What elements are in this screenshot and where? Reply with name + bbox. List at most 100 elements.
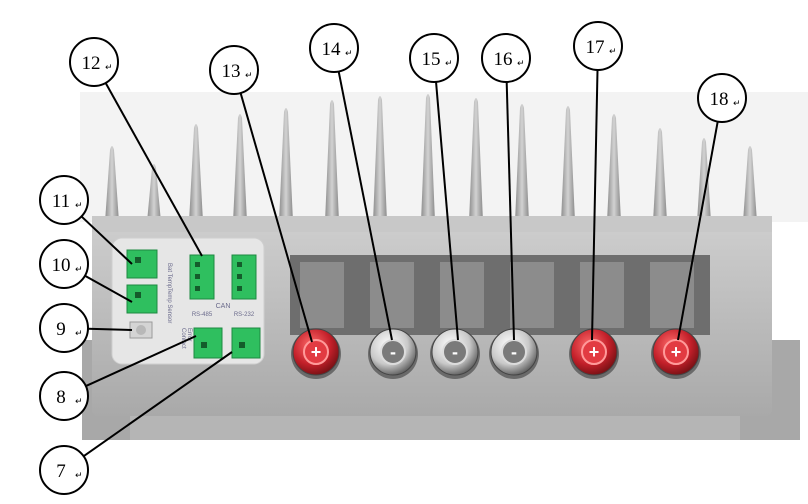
can-rs232-connector[interactable] bbox=[231, 254, 257, 300]
contact-label: Contact bbox=[180, 328, 186, 349]
can-rs485-connector[interactable] bbox=[189, 254, 215, 300]
leader-line bbox=[677, 121, 719, 341]
recess-slot bbox=[300, 262, 344, 328]
positive-terminal[interactable]: + bbox=[291, 328, 341, 379]
callout-number: 11 bbox=[52, 191, 70, 212]
recess-slots bbox=[300, 262, 694, 328]
callout-8: 8↵ bbox=[39, 371, 89, 421]
fin bbox=[469, 98, 483, 222]
negative-terminal[interactable]: - bbox=[489, 328, 539, 379]
callout-markers: 7↵8↵9↵10↵11↵12↵13↵14↵15↵16↵17↵18↵ bbox=[39, 21, 747, 495]
callout-18: 18 ↵ bbox=[697, 73, 747, 123]
leader-line bbox=[239, 92, 313, 343]
callout-return-mark: ↵ bbox=[75, 471, 83, 481]
callout-number: 8 bbox=[56, 387, 66, 408]
callout-circle bbox=[39, 303, 89, 353]
fin bbox=[189, 124, 203, 222]
can-pin bbox=[195, 274, 200, 279]
can-pin bbox=[237, 274, 242, 279]
fin bbox=[233, 114, 247, 222]
callout-15: 15 ↵ bbox=[409, 33, 459, 83]
terminal-polarity-label: + bbox=[311, 342, 322, 362]
callout-number: 13 bbox=[222, 61, 241, 82]
can-pin bbox=[237, 262, 242, 267]
error-connector[interactable] bbox=[231, 327, 261, 359]
leader-line bbox=[83, 351, 233, 458]
negative-terminal[interactable]: - bbox=[368, 328, 418, 379]
callout-circle bbox=[39, 445, 89, 495]
housing-top-lip bbox=[92, 216, 772, 232]
callout-number: 16 bbox=[494, 49, 513, 70]
can-pin bbox=[237, 286, 242, 291]
recess-slot bbox=[650, 262, 694, 328]
callout-17: 17↵ bbox=[573, 21, 623, 71]
bat-temp-pin bbox=[135, 257, 141, 263]
callout-return-mark: ↵ bbox=[733, 99, 741, 109]
positive-terminal[interactable]: + bbox=[569, 328, 619, 379]
callout-circle bbox=[481, 33, 531, 83]
fin bbox=[421, 94, 435, 222]
callout-return-mark: ↵ bbox=[75, 201, 83, 211]
bat-temp-label: Bat Temp bbox=[166, 263, 172, 289]
callout-return-mark: ↵ bbox=[75, 265, 83, 275]
contact-connector[interactable] bbox=[193, 327, 223, 359]
callout-number: 18 bbox=[710, 89, 729, 110]
callout-14: 14↵ bbox=[309, 23, 359, 73]
leader-lines bbox=[80, 69, 719, 458]
callout-return-mark: ↵ bbox=[75, 329, 83, 339]
leader-line bbox=[591, 69, 599, 341]
error-pin bbox=[239, 342, 245, 348]
callout-number: 15 bbox=[422, 49, 441, 70]
callout-circle bbox=[39, 371, 89, 421]
positive-terminal[interactable]: + bbox=[651, 328, 701, 379]
callout-return-mark: ↵ bbox=[75, 397, 83, 407]
can-pin bbox=[195, 286, 200, 291]
leader-line bbox=[84, 274, 133, 303]
terminal-polarity-label: + bbox=[589, 342, 600, 362]
callout-return-mark: ↵ bbox=[105, 63, 113, 73]
mounting-flange bbox=[82, 415, 800, 440]
error-label: Error bbox=[186, 328, 192, 341]
fin bbox=[607, 114, 621, 222]
terminal-polarity-label: - bbox=[452, 342, 458, 362]
contact-pin bbox=[201, 342, 207, 348]
callout-return-mark: ↵ bbox=[517, 59, 525, 69]
callout-7: 7↵ bbox=[39, 445, 89, 495]
callout-circle bbox=[69, 37, 119, 87]
fin bbox=[515, 104, 529, 222]
fin bbox=[147, 164, 161, 222]
callout-circle bbox=[309, 23, 359, 73]
power-terminals: + - - - + + bbox=[291, 328, 701, 379]
fin bbox=[697, 138, 711, 222]
callout-circle bbox=[573, 21, 623, 71]
temp-sensor-connector[interactable] bbox=[126, 284, 158, 314]
callout-12: 12↵ bbox=[69, 37, 119, 87]
callout-circle bbox=[39, 239, 89, 289]
can-label: CAN bbox=[216, 303, 231, 310]
callout-return-mark: ↵ bbox=[345, 49, 353, 59]
rs485-label: RS-485 bbox=[192, 312, 213, 318]
leader-line bbox=[85, 335, 197, 387]
callout-circle bbox=[39, 175, 89, 225]
rs232-label: RS-232 bbox=[234, 312, 255, 318]
negative-terminal[interactable]: - bbox=[430, 328, 480, 379]
temp-sensor-pin bbox=[135, 292, 141, 298]
fin bbox=[325, 100, 339, 222]
leader-line bbox=[80, 215, 133, 265]
fin bbox=[743, 146, 757, 222]
callout-circle bbox=[697, 73, 747, 123]
terminal-polarity-label: + bbox=[671, 342, 682, 362]
callout-return-mark: ↵ bbox=[245, 71, 253, 81]
callout-number: 10 bbox=[52, 255, 71, 276]
leader-line bbox=[435, 81, 459, 341]
leader-line bbox=[104, 82, 203, 257]
callout-number: 17 bbox=[586, 37, 605, 58]
callout-11: 11 ↵ bbox=[39, 175, 89, 225]
terminal-recess bbox=[290, 255, 710, 335]
ground-screw-head bbox=[136, 325, 146, 335]
callout-number: 7 bbox=[56, 461, 66, 482]
callout-9: 9↵ bbox=[39, 303, 89, 353]
callout-return-mark: ↵ bbox=[445, 59, 453, 69]
callout-circle bbox=[409, 33, 459, 83]
